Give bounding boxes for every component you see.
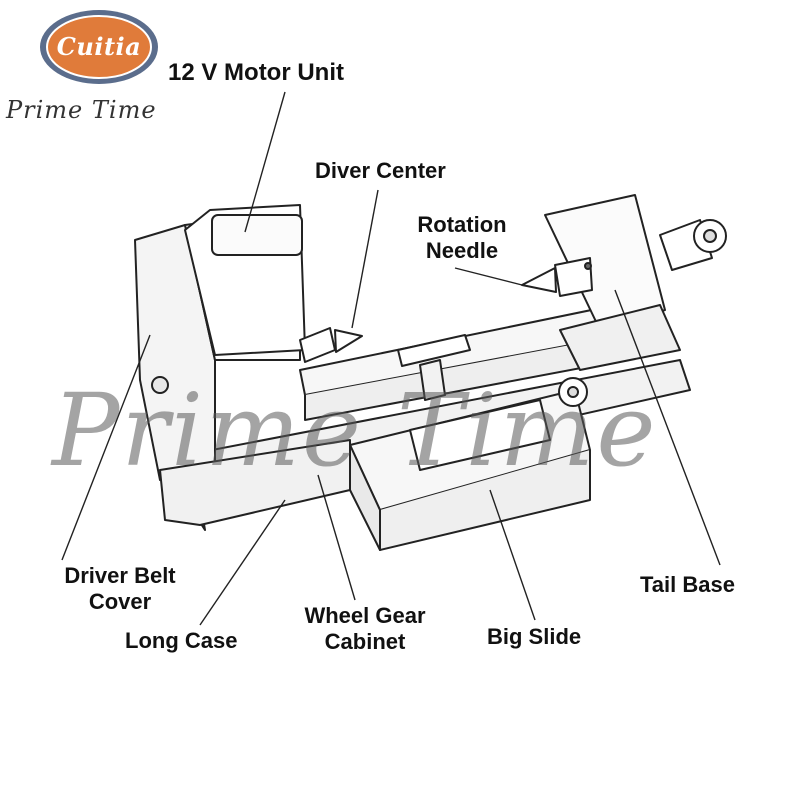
cross-slide xyxy=(409,399,551,471)
leader-driver-belt-cover xyxy=(61,334,151,561)
wheel-gear-cabinet-shape xyxy=(159,439,351,526)
brand-logo-text: Cuitia xyxy=(56,32,142,61)
label-diver-center: Diver Center xyxy=(315,158,446,183)
leader-motor-unit xyxy=(244,91,286,233)
label-rotation-needle-line2: Needle xyxy=(425,238,499,263)
logo-badge xyxy=(40,10,158,84)
leader-tail-base xyxy=(614,289,721,566)
label-wheel-gear-cabinet: Wheel Gear Cabinet xyxy=(290,603,440,655)
label-long-case: Long Case xyxy=(125,628,238,653)
label-driver-belt-cover-line1: Driver Belt xyxy=(64,563,176,588)
label-wheel-gear-cabinet-line2: Cabinet xyxy=(324,629,406,654)
leader-wheel-gear-cabinet xyxy=(317,474,356,601)
label-big-slide: Big Slide xyxy=(487,624,582,649)
leader-diver-center xyxy=(351,189,379,329)
label-rotation-needle-line1: Rotation xyxy=(417,212,507,237)
label-tail-base: Tail Base xyxy=(640,572,735,597)
driver-center-tip xyxy=(334,329,363,353)
leader-rotation-needle xyxy=(454,267,523,286)
label-rotation-needle: Rotation Needle xyxy=(402,212,522,264)
label-motor-unit: 12 V Motor Unit xyxy=(168,59,345,86)
rotation-needle-tip xyxy=(521,267,557,293)
tail-quill xyxy=(554,257,593,297)
label-driver-belt-cover: Driver Belt Cover xyxy=(50,563,190,615)
leader-big-slide xyxy=(489,489,536,621)
leader-long-case xyxy=(199,499,286,626)
brand-logo: Cuitia xyxy=(38,8,160,86)
label-driver-belt-cover-line2: Cover xyxy=(88,589,152,614)
label-wheel-gear-cabinet-line1: Wheel Gear xyxy=(304,603,426,628)
tool-rest xyxy=(397,334,471,367)
brand-subtitle: Prime Time xyxy=(6,96,157,124)
watermark: Prime Time xyxy=(52,372,658,489)
